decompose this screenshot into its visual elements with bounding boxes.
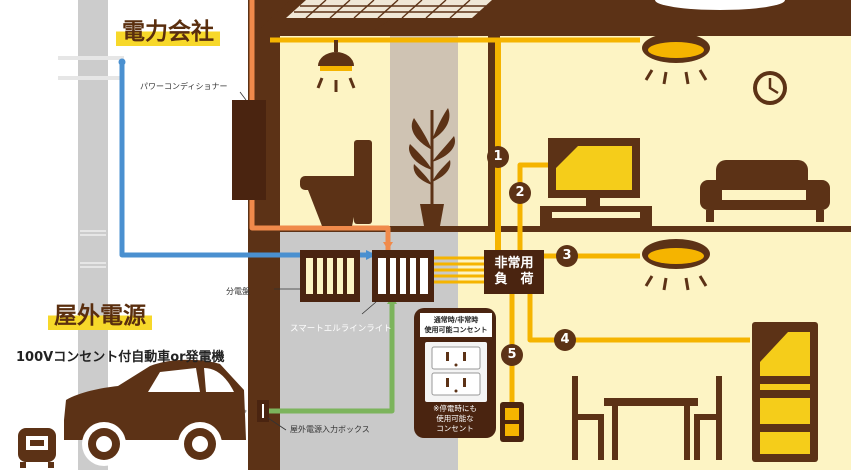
circuit-1-marker [487,146,509,168]
car-icon [64,359,246,466]
toilet-icon [300,140,372,226]
pole-connection-dot [118,58,126,66]
circuit-number-1: 1 [493,149,503,164]
power-company-label: 電力会社 [116,12,220,46]
outlet-note-line2: 使用可能な [436,414,474,423]
room-hall [390,36,458,226]
clock-icon [753,71,787,105]
pole-step-marks [80,230,106,268]
solar-panel-icon [286,0,492,19]
outdoor-input-box [257,400,269,422]
dining-table-icon [572,376,722,460]
power-conditioner-box [232,100,266,200]
outdoor-source-label: 屋外電源 [48,296,152,330]
fridge-icon [752,322,818,462]
outlet-note-line1: ※停電時にも [433,404,477,413]
circuit-number-5: 5 [507,347,517,362]
outlet-title-box [420,313,492,337]
pendant-light-icon [316,40,356,92]
circuit-2-marker [509,182,531,204]
outlet-icon [500,402,524,442]
emergency-load-label: 非常用 負 荷 [484,256,544,288]
circuit-number-2: 2 [515,185,525,200]
ceiling-light-icon [642,33,710,85]
outdoor-input-box-label: 屋外電源入力ボックス [290,425,370,434]
smart-line-light-box [372,250,434,302]
ceiling-light-icon [642,239,710,291]
sofa-icon [700,160,830,222]
tv-icon [540,138,652,226]
power-conditioner-label: パワーコンディショナー [140,82,228,91]
sky-patch [655,0,785,10]
pole-crossarm [58,76,124,80]
circuit-number-3: 3 [562,248,572,263]
circuit-4-marker [554,329,576,351]
generator-icon [18,428,56,468]
distribution-board [300,250,360,302]
smart-line-light-leader [361,301,377,315]
circuit-line-2 [517,162,548,258]
circuit-5-marker [501,344,523,366]
circuit-number-markers [487,146,578,366]
pole-crossarm [58,56,124,60]
outlet-panel [414,308,496,438]
distribution-board-label: 分電盤 [226,287,250,296]
outlet-note: ※停電時にも 使用可能な コンセント [414,404,496,434]
circuit-3-marker [556,245,578,267]
circuit-number-4: 4 [560,332,570,347]
grid-arrow-icon [383,242,393,250]
smart-line-light-label: スマートエルラインライト [290,324,392,334]
outlet-title: 通常時/非常時 使用可能コンセント [420,315,492,335]
circuit-line-4 [527,292,750,343]
emergency-load-line2: 負 荷 [494,272,534,287]
wiring [119,0,750,414]
blue-arrow-icon [366,250,376,260]
outlet-title-line1: 通常時/非常時 [433,316,479,324]
board-output-lines [432,256,486,284]
outlet-title-line2: 使用可能コンセント [424,326,488,334]
outdoor-source-description: 100Vコンセント付自動車or発電機 [16,350,225,365]
room-gap [458,36,488,226]
power-conditioner-line [119,62,372,258]
plant-icon [408,108,456,226]
power-conditioner-leader [239,91,247,101]
emergency-load-line1: 非常用 [494,256,534,271]
outdoor-input-leader [267,417,287,431]
outlet-note-line3: コンセント [436,424,474,433]
emergency-load-box [484,250,544,294]
outdoor-input-line [268,302,395,414]
